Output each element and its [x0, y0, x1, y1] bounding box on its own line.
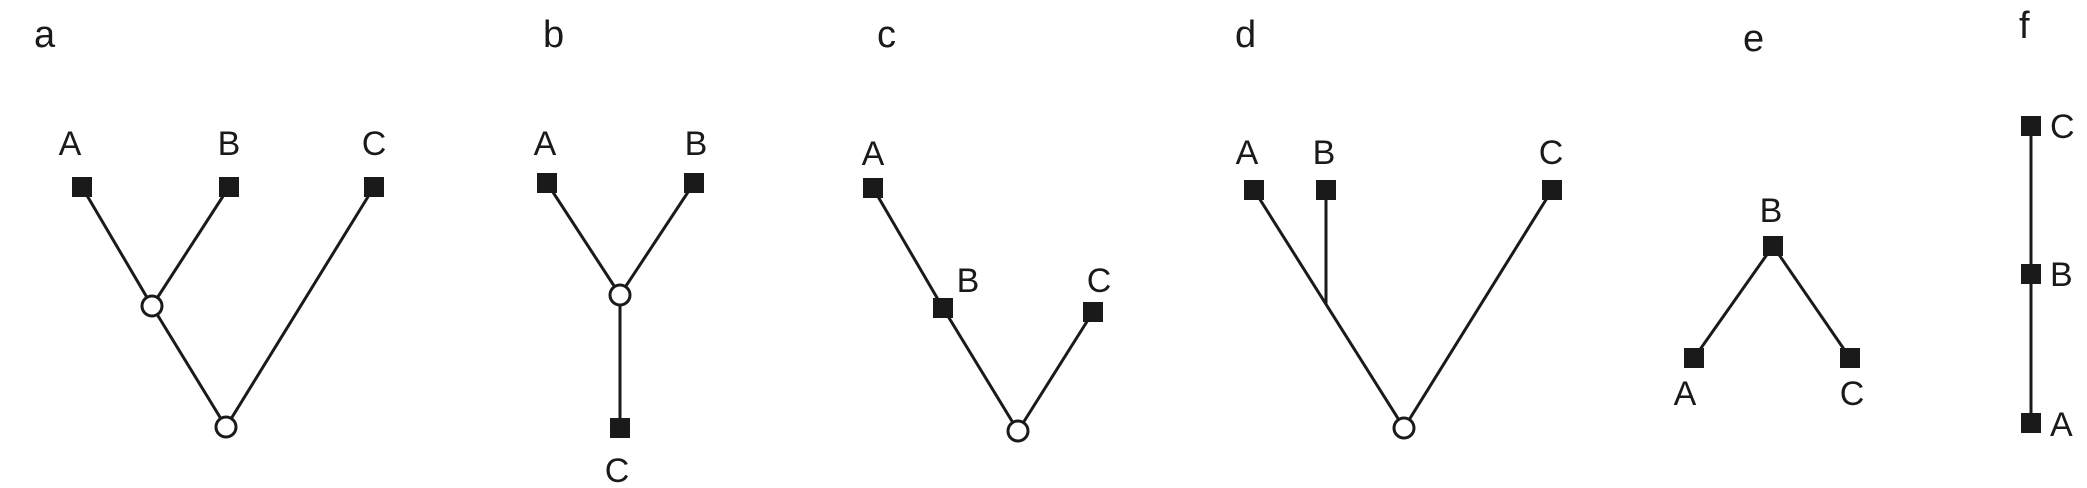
node-label-a: A [534, 125, 557, 163]
edge [80, 186, 154, 307]
leaf-node-a [863, 178, 883, 198]
leaf-node-c [1083, 302, 1103, 322]
node-label-b: B [1760, 192, 1783, 230]
panel-letter-d: d [1235, 14, 1256, 56]
internal-node [608, 283, 632, 307]
leaf-node-c [610, 418, 630, 438]
node-label-c: C [605, 452, 630, 488]
leaf-node-c [1840, 348, 1860, 368]
edge [1016, 311, 1095, 432]
node-label-c: C [362, 125, 387, 163]
node-label-b: B [685, 125, 708, 163]
edge [545, 182, 622, 296]
edge [1252, 189, 1406, 429]
node-label-b: B [218, 125, 241, 163]
root-node [1392, 416, 1416, 440]
edge [150, 305, 228, 428]
edge [150, 186, 231, 307]
leaf-node-c [364, 177, 384, 197]
internal-node [140, 294, 164, 318]
panel-b: b A B C [534, 14, 708, 488]
root-node [1006, 419, 1030, 443]
node-label-c: C [1840, 375, 1865, 413]
leaf-node-a [1244, 180, 1264, 200]
panel-e: e A B C [1674, 18, 1865, 413]
panel-f: f A B C [2019, 5, 2075, 444]
panel-letter-f: f [2019, 5, 2030, 47]
node-label-b: B [2050, 256, 2073, 294]
edge [1692, 245, 1775, 359]
root-node [214, 415, 238, 439]
edge [871, 187, 945, 309]
node-label-a: A [59, 125, 82, 163]
node-label-b: B [1313, 134, 1336, 172]
panel-c: c A B C [862, 14, 1112, 443]
edge [224, 186, 376, 428]
node-label-c: C [2050, 108, 2075, 146]
leaf-node-c [1542, 180, 1562, 200]
edge [618, 182, 696, 296]
panel-letter-e: e [1743, 18, 1764, 60]
edge [1771, 245, 1852, 359]
edge [941, 307, 1020, 432]
leaf-node-b [684, 173, 704, 193]
leaf-node-a [537, 173, 557, 193]
node-b [1763, 236, 1783, 256]
leaf-node-a [72, 177, 92, 197]
node-label-c: C [1087, 262, 1112, 300]
node-b [933, 298, 953, 318]
node-label-a: A [862, 135, 885, 173]
panel-d: d A B C [1235, 14, 1564, 440]
panel-letter-b: b [543, 14, 564, 56]
panel-letter-c: c [877, 14, 896, 56]
leaf-node-a [1684, 348, 1704, 368]
node-label-b: B [957, 262, 980, 300]
node-label-a: A [1674, 375, 1697, 413]
panel-letter-a: a [34, 14, 56, 56]
leaf-node-b [1316, 180, 1336, 200]
leaf-node-b [219, 177, 239, 197]
node-label-c: C [1539, 134, 1564, 172]
node-c [2021, 116, 2041, 136]
node-a [2021, 413, 2041, 433]
node-b [2021, 264, 2041, 284]
edge [1402, 189, 1554, 429]
node-label-a: A [1236, 134, 1259, 172]
panel-a: a A B C [34, 14, 387, 439]
node-label-a: A [2050, 406, 2073, 444]
